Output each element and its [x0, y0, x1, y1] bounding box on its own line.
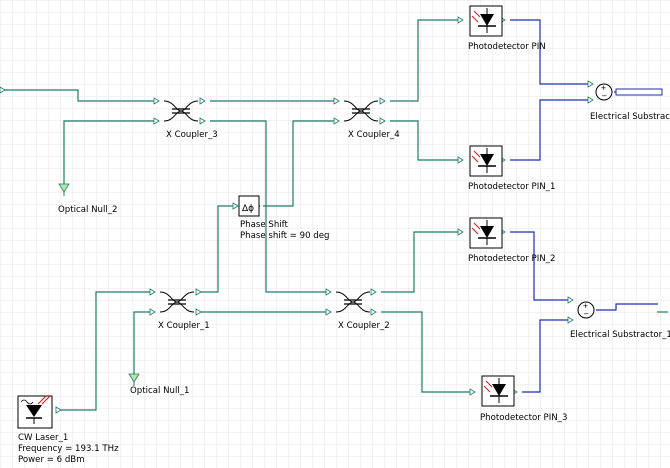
port-arrow[interactable] [149, 288, 156, 296]
laser-name: CW Laser_1 [18, 433, 68, 443]
port-arrow[interactable] [195, 308, 202, 316]
electrical-substract-label: Electrical Substract [590, 112, 670, 122]
phase-shift-label: Phase Shift [240, 220, 289, 230]
phase-shift-icon: Δϕ [242, 204, 254, 214]
optical-null-1-label: Optical Null_1 [130, 386, 190, 396]
ground-icon [128, 373, 140, 386]
electrical-substract[interactable]: + − Electrical Substract [590, 83, 670, 122]
svg-text:−: − [602, 92, 608, 100]
electrical-substractor-1-label: Electrical Substractor_1 [570, 330, 670, 340]
port-arrow[interactable] [379, 117, 386, 125]
port-arrow[interactable] [153, 117, 160, 125]
x-coupler-2-label: X Coupler_2 [338, 321, 390, 331]
optical-null-1[interactable]: Optical Null_1 [128, 373, 190, 396]
x-coupler-icon [159, 291, 195, 313]
port-arrow[interactable] [55, 406, 62, 414]
port-arrow[interactable] [567, 296, 574, 304]
phase-shift-box[interactable] [238, 195, 260, 217]
x-coupler-4[interactable]: X Coupler_4 [343, 100, 400, 140]
photodetector-pin-3-label: Photodetector PIN_3 [480, 413, 567, 423]
x-coupler-3-label: X Coupler_3 [166, 130, 218, 140]
x-coupler-icon [163, 100, 199, 122]
photodiode-icon [471, 148, 496, 173]
subtractor-icon: + − [577, 301, 595, 319]
phase-shift-component[interactable]: Δϕ Phase Shift Phase shift = 90 deg [238, 195, 329, 241]
port-arrow[interactable] [457, 228, 464, 236]
port-arrow[interactable] [587, 80, 594, 88]
port-arrow[interactable] [149, 308, 156, 316]
photodetector-pin-2[interactable]: Photodetector PIN_2 [468, 217, 555, 264]
x-coupler-1-label: X Coupler_1 [158, 321, 210, 331]
laser-power: Power = 6 dBm [18, 455, 85, 465]
optical-null-2-label: Optical Null_2 [58, 205, 118, 215]
port-arrow[interactable] [199, 97, 206, 105]
port-arrow[interactable] [195, 288, 202, 296]
x-coupler-3[interactable]: X Coupler_3 [163, 100, 218, 140]
photodetector-pin[interactable]: Photodetector PIN [468, 5, 546, 52]
phase-shift-param: Phase shift = 90 deg [240, 231, 329, 241]
port-arrow[interactable] [333, 117, 340, 125]
photodetector-pin-label: Photodetector PIN [468, 42, 546, 52]
electrical-wires [510, 19, 658, 393]
x-coupler-2[interactable]: X Coupler_2 [335, 291, 390, 331]
port-arrow[interactable] [370, 288, 377, 296]
photodiode-icon [483, 378, 508, 403]
photodetectors: Photodetector PIN Photodetector PIN_1 [468, 5, 567, 423]
port-arrow[interactable] [232, 202, 239, 210]
x-coupler-1[interactable]: X Coupler_1 [158, 291, 210, 331]
photodiode-icon [471, 8, 496, 33]
ground-icon [58, 183, 70, 196]
port-arrow[interactable] [379, 97, 386, 105]
photodetector-pin-2-label: Photodetector PIN_2 [468, 254, 555, 264]
photodetector-pin-3[interactable]: Photodetector PIN_3 [480, 375, 567, 423]
port-arrow[interactable] [0, 86, 6, 94]
svg-text:−: − [584, 310, 590, 318]
x-coupler-icon [343, 100, 379, 122]
port-arrow[interactable] [370, 308, 377, 316]
electrical-substract-output [615, 88, 663, 96]
laser-component[interactable]: CW Laser_1 Frequency = 193.1 THz Power =… [17, 395, 119, 465]
port-arrow[interactable] [153, 97, 160, 105]
svg-text:+: + [601, 84, 607, 92]
port-arrow[interactable] [333, 97, 340, 105]
photodetector-pin-1[interactable]: Photodetector PIN_1 [468, 145, 555, 192]
laser-frequency: Frequency = 193.1 THz [18, 444, 119, 454]
svg-text:+: + [583, 302, 589, 310]
svg-text:Δϕ: Δϕ [242, 204, 254, 214]
photodetector-pin-1-label: Photodetector PIN_1 [468, 182, 555, 192]
subtractor-icon: + − [595, 83, 613, 101]
port-arrow[interactable] [469, 388, 476, 396]
optical-null-2[interactable]: Optical Null_2 [58, 183, 118, 215]
port-arrow[interactable] [325, 308, 332, 316]
port-arrow[interactable] [457, 156, 464, 164]
port-arrow[interactable] [325, 288, 332, 296]
photodetector-pin-1-box[interactable] [469, 145, 503, 177]
port-arrow[interactable] [199, 117, 206, 125]
x-coupler-icon [335, 291, 371, 313]
photodiode-icon [471, 220, 496, 245]
port-arrow[interactable] [457, 16, 464, 24]
couplers: X Coupler_1 X Coupler_2 X Coupler_3 [158, 100, 400, 331]
electrical-substractor-1[interactable]: + − Electrical Substractor_1 [570, 301, 670, 340]
laser-icon [20, 395, 51, 424]
optical-wires [4, 19, 668, 411]
port-arrow[interactable] [587, 96, 594, 104]
x-coupler-4-label: X Coupler_4 [348, 130, 400, 140]
port-arrow[interactable] [567, 316, 574, 324]
